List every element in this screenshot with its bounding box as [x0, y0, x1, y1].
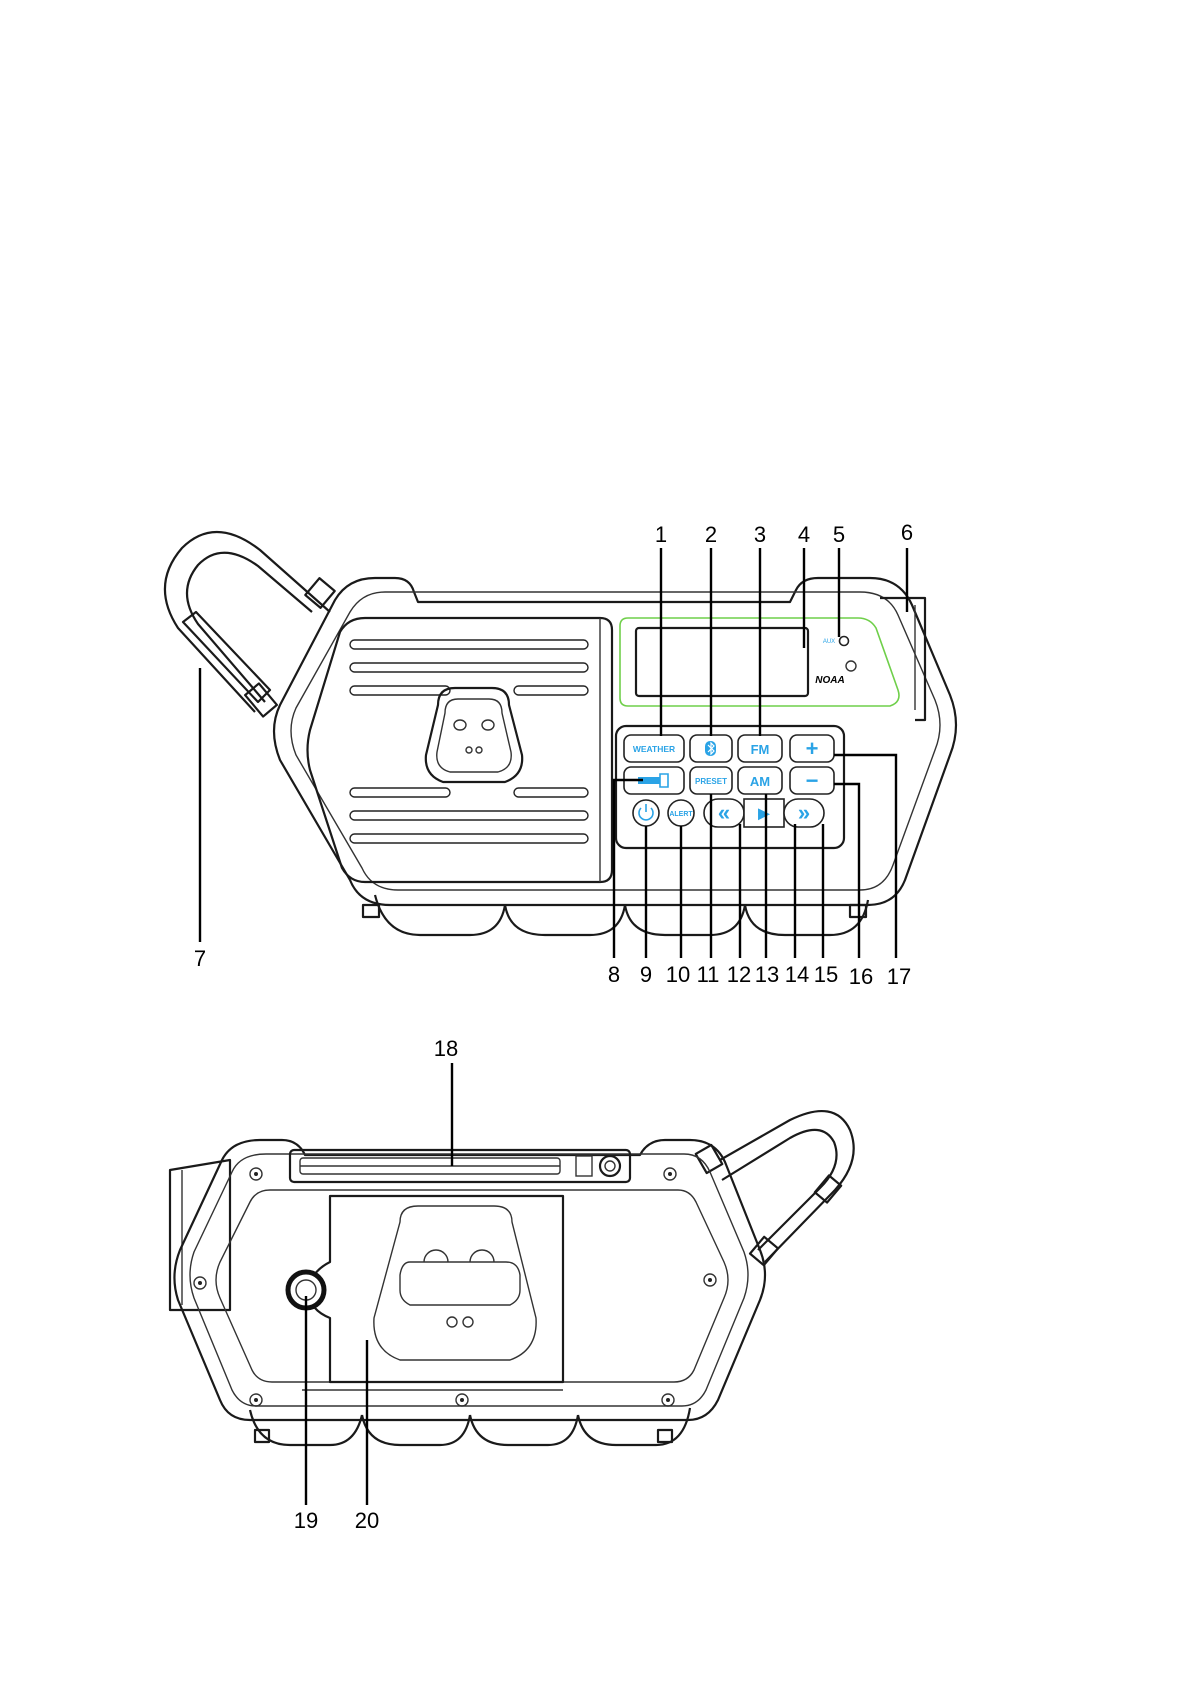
- bluetooth-icon: [705, 741, 716, 756]
- callout-5: 5: [833, 522, 845, 547]
- speaker-grille-slots: [350, 640, 588, 843]
- fm-button[interactable]: FM: [738, 735, 782, 762]
- back-side-block: [170, 1160, 230, 1310]
- play-button[interactable]: ►: [744, 799, 784, 827]
- svg-text:WEATHER: WEATHER: [633, 744, 675, 754]
- callout-9: 9: [640, 962, 652, 987]
- callout-19: 19: [294, 1508, 318, 1533]
- svg-text:►: ►: [754, 803, 774, 825]
- callout-7: 7: [194, 946, 206, 971]
- callout-20: 20: [355, 1508, 379, 1533]
- callout-4: 4: [798, 522, 810, 547]
- svg-text:+: +: [806, 736, 819, 761]
- center-logo-badge: [426, 688, 522, 782]
- back-screws: [194, 1168, 716, 1406]
- svg-text:PRESET: PRESET: [695, 777, 727, 786]
- front-bumper-feet: [363, 895, 868, 935]
- callout-15: 15: [814, 962, 838, 987]
- callout-12: 12: [727, 962, 751, 987]
- svg-text:FM: FM: [751, 742, 770, 757]
- callout-18: 18: [434, 1036, 458, 1061]
- aux-jack[interactable]: [840, 637, 849, 646]
- callout-14: 14: [785, 962, 809, 987]
- am-button[interactable]: AM: [738, 767, 782, 794]
- forward-button[interactable]: »: [784, 799, 824, 827]
- callout-17: 17: [887, 964, 911, 989]
- alert-button[interactable]: ALERT: [668, 800, 694, 826]
- power-button[interactable]: [633, 800, 659, 826]
- callout-2: 2: [705, 522, 717, 547]
- bluetooth-button[interactable]: [690, 735, 732, 762]
- callout-16: 16: [849, 964, 873, 989]
- callout-10: 10: [666, 962, 690, 987]
- callout-11: 11: [697, 962, 720, 987]
- svg-text:−: −: [806, 768, 819, 793]
- volume-down-button[interactable]: −: [790, 767, 834, 794]
- weather-button[interactable]: WEATHER: [624, 735, 684, 762]
- front-view: AUX NOAA WEATHER FM +: [165, 532, 956, 935]
- back-bumper-feet: [250, 1408, 690, 1445]
- battery-door[interactable]: [308, 1196, 563, 1382]
- svg-text:AM: AM: [750, 774, 770, 789]
- callout-13: 13: [755, 962, 779, 987]
- callout-6: 6: [901, 520, 913, 545]
- carabiner-hook-back: [696, 1111, 854, 1265]
- svg-text:»: »: [798, 800, 810, 825]
- back-view: [170, 1111, 854, 1445]
- callout-1: 1: [655, 522, 667, 547]
- door-logo-emboss: [374, 1206, 536, 1360]
- svg-text:«: «: [718, 800, 730, 825]
- callout-3: 3: [754, 522, 766, 547]
- callout-8: 8: [608, 962, 620, 987]
- svg-text:ALERT: ALERT: [669, 811, 693, 818]
- volume-up-button[interactable]: +: [790, 735, 834, 762]
- aux-label: AUX: [823, 639, 835, 645]
- preset-button[interactable]: PRESET: [690, 767, 732, 794]
- noaa-logo: NOAA: [815, 675, 844, 686]
- carabiner-hook-front: [165, 532, 335, 717]
